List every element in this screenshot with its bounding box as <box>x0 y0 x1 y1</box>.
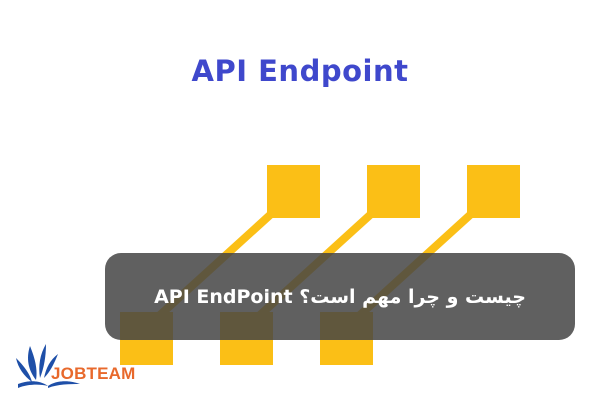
book-leaves-icon <box>16 344 80 388</box>
page-title: API Endpoint <box>191 54 409 88</box>
brand-logo-text: JOBTEAM <box>51 364 136 383</box>
caption-text: API EndPoint چیست و چرا مهم است؟ <box>154 285 526 308</box>
caption-overlay: API EndPoint چیست و چرا مهم است؟ <box>105 253 575 340</box>
endpoint-node-top-2 <box>367 165 420 218</box>
endpoint-node-top-1 <box>267 165 320 218</box>
endpoint-node-top-3 <box>467 165 520 218</box>
